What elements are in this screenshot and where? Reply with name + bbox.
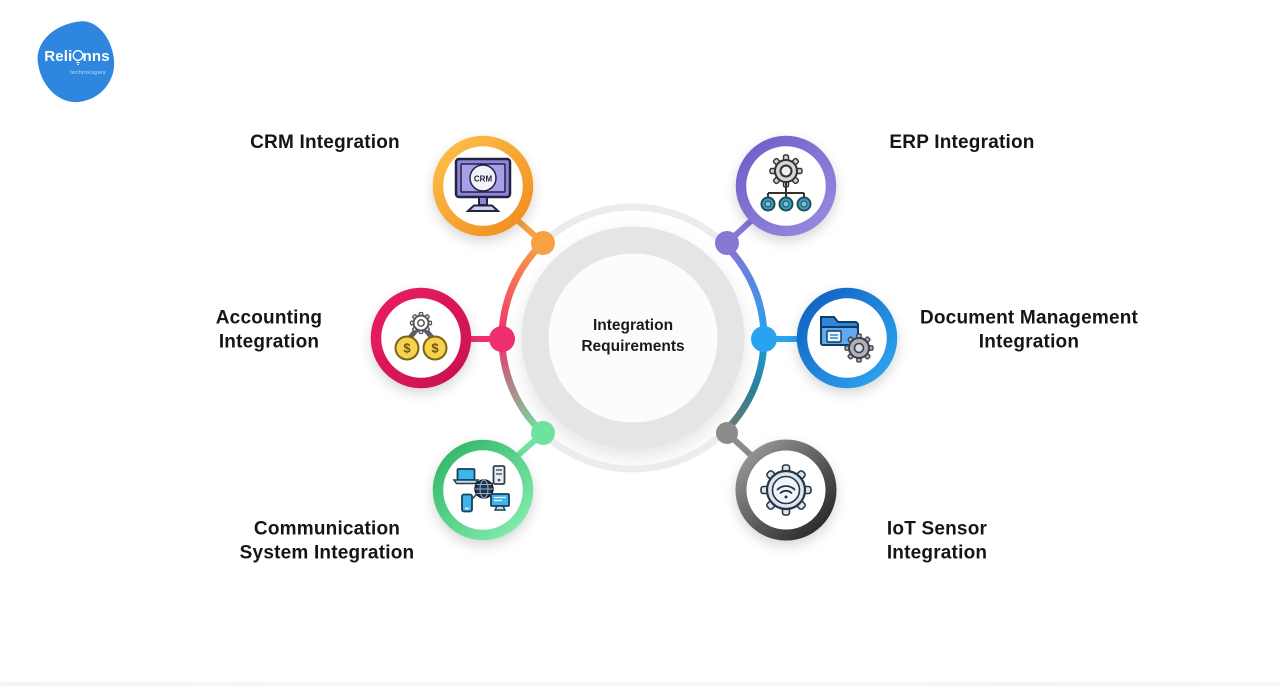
node-accounting: $ $ <box>370 287 472 389</box>
dot-communication <box>531 421 555 445</box>
phone-icon <box>461 493 473 513</box>
dot-erp <box>715 231 739 255</box>
lightbulb-icon <box>72 49 83 65</box>
crm-screen-text: CRM <box>474 175 493 184</box>
connectors <box>467 216 800 460</box>
brand-text-right: nns <box>82 48 110 65</box>
server-icon <box>492 465 506 485</box>
wifi-icon <box>776 485 796 499</box>
folder-gear-icon <box>820 316 874 363</box>
node-communication <box>432 439 534 541</box>
erp-hierarchy-gear-icon <box>760 154 812 212</box>
node-iot <box>735 439 837 541</box>
hub-title: Integration Requirements <box>581 317 685 355</box>
label-crm: CRM Integration <box>250 131 400 153</box>
label-iot: IoT Sensor Integration <box>886 518 988 564</box>
laptop-icon <box>452 468 480 485</box>
brand-logo: Reli nns technologies <box>34 18 118 106</box>
node-document <box>796 287 898 389</box>
label-erp: ERP Integration <box>889 131 1035 153</box>
device-network-icon <box>452 465 510 513</box>
bottom-accent-strip <box>0 682 1280 686</box>
coin-dollar-text: $ <box>403 341 411 356</box>
crm-monitor-icon: CRM <box>454 157 512 212</box>
monitor-icon <box>490 493 510 511</box>
label-accounting: Accounting Integration <box>215 307 323 353</box>
coin-dollar-text: $ <box>431 341 439 356</box>
brand-text-left: Reli <box>44 48 73 65</box>
dot-accounting <box>489 326 515 352</box>
dot-crm <box>531 231 555 255</box>
globe-icon <box>474 479 494 499</box>
dot-document <box>751 326 777 352</box>
brand-name: Reli nns <box>42 48 112 65</box>
brand-tagline: technologies <box>70 70 106 76</box>
label-document: Document Management Integration <box>919 307 1139 353</box>
node-erp <box>735 135 837 237</box>
label-communication: Communication System Integration <box>239 518 415 564</box>
wifi-gear-icon <box>760 464 812 516</box>
dot-iot <box>716 422 738 444</box>
node-crm: CRM <box>432 135 534 237</box>
hub <box>521 226 745 450</box>
dollar-coins-icon: $ $ <box>394 311 448 361</box>
